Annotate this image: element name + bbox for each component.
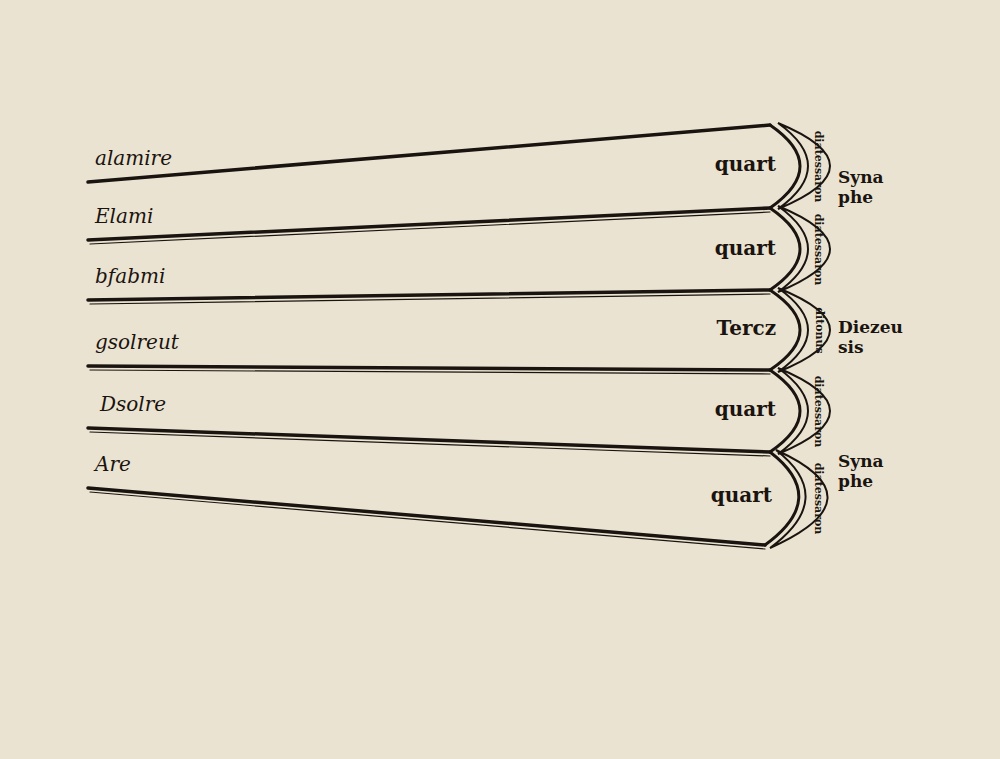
arc-label: diatessaron [813,130,824,202]
pitch-name: gsolreut [95,330,179,354]
interval-name: quart [715,397,776,421]
interval-name: quart [711,483,772,507]
pitch-name: alamire [95,146,172,170]
arc-label: diatessaron [813,462,824,534]
interval-name: quart [715,236,776,260]
pitch-name: Elami [95,204,153,228]
junction-name: Syna phe [838,452,900,491]
pitch-name: Are [95,452,131,476]
arc-label: ditonus [813,307,824,353]
pitch-name: Dsolre [100,392,166,416]
pitch-name: bfabmi [95,264,165,288]
arc-label: diatessaron [813,375,824,447]
arc-label: diatessaron [813,213,824,285]
junction-name: Syna phe [838,168,900,207]
junction-name: Diezeu sis [838,318,900,357]
interval-name: quart [715,152,776,176]
interval-name: Tercz [717,316,776,340]
